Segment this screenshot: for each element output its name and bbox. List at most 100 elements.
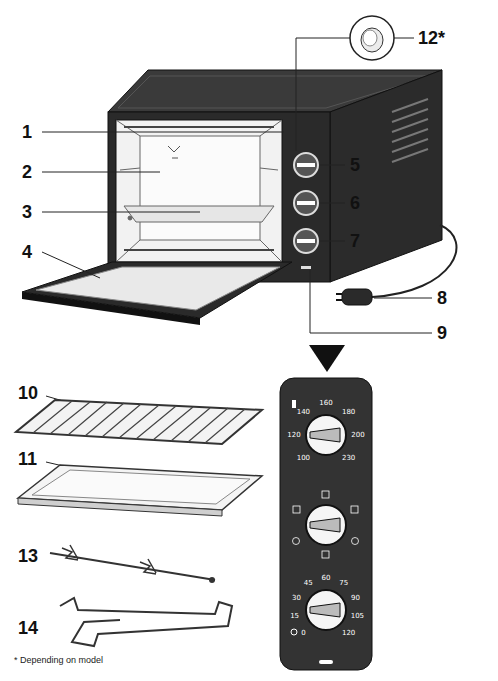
tray-inner (32, 470, 250, 504)
thermometer-icon (292, 400, 296, 408)
rack-rail (260, 168, 278, 170)
power-plug (342, 289, 372, 305)
timer-dial (306, 590, 346, 630)
dial-scale-label: 105 (351, 613, 364, 620)
callout-number: 1 (22, 123, 32, 141)
leader-line (320, 241, 345, 242)
wire-rack (16, 400, 262, 444)
callout-number: 2 (22, 163, 32, 181)
callout-number: 5 (350, 156, 360, 174)
inset-circle (350, 16, 394, 60)
callout-number: 8 (437, 289, 447, 307)
leader-line (320, 165, 345, 166)
function-icons (293, 491, 359, 558)
callout-number: 7 (350, 232, 360, 250)
inner-rack (124, 206, 274, 222)
heating-element (124, 126, 274, 128)
dial-scale-label: 120 (342, 629, 355, 636)
dial-scale-label: 15 (290, 613, 299, 620)
dial-scale-label: 140 (297, 409, 310, 416)
cavity-lines (116, 120, 282, 262)
function-dial (306, 505, 346, 545)
leader-line (296, 38, 350, 151)
rack-wires (33, 401, 245, 443)
panel-light (319, 660, 333, 664)
callout-number: 6 (350, 194, 360, 212)
vent (392, 149, 428, 162)
leader-line (42, 172, 160, 173)
spit-end (209, 577, 215, 583)
dial-scale-label: 60 (322, 575, 331, 582)
oven-cavity (116, 120, 282, 262)
oven-front (108, 112, 330, 282)
oven-side (330, 70, 442, 282)
oven-knobs (294, 153, 318, 269)
dial-scale-label: 180 (342, 409, 355, 416)
leader-line (42, 132, 284, 133)
oven-door (22, 262, 292, 318)
dial-scale-label: 0 (301, 629, 305, 636)
plug-pin (336, 293, 342, 295)
spit-forks (62, 545, 156, 574)
rack-rail (120, 168, 140, 170)
timer-icon (291, 629, 297, 635)
function-knob (294, 191, 318, 215)
dial-scale-label: 200 (351, 432, 364, 439)
knob-grip (297, 163, 315, 167)
spit-socket (128, 216, 132, 220)
callout-number: 10 (18, 384, 38, 402)
leader-line (320, 203, 345, 204)
rotisserie-spit (50, 553, 215, 580)
leader-line (42, 212, 200, 213)
indicator-light (301, 266, 311, 269)
leader-line (394, 38, 414, 39)
dial-scale-label: 160 (319, 400, 332, 407)
callout-number: 11 (18, 450, 37, 468)
callout-number: 13 (18, 547, 38, 565)
function-icon (322, 491, 329, 498)
knob-cap (361, 28, 383, 52)
power-cord (372, 225, 456, 297)
dial-scale-label: 100 (297, 454, 310, 461)
dial-pointer (310, 428, 340, 442)
callout-number: 3 (22, 203, 32, 221)
dial-pointer (310, 518, 340, 532)
door-edge (22, 292, 200, 325)
callout-number: 9 (437, 324, 447, 342)
dial-scale-label: 75 (339, 580, 348, 587)
leader-line (374, 298, 432, 299)
dial-scale-label: 120 (287, 432, 300, 439)
function-icon (322, 551, 329, 558)
side-vents (392, 99, 428, 162)
tray-rim (18, 498, 222, 516)
leader-line (42, 252, 100, 278)
cavity-symbol (168, 146, 180, 158)
pointer-triangle (309, 345, 345, 372)
knob-cap-face (363, 30, 377, 46)
knob-grip (297, 239, 315, 243)
dial-scale-label: 230 (342, 454, 355, 461)
control-panel (280, 378, 372, 670)
callout-number: 14 (18, 619, 38, 637)
function-icon (293, 538, 300, 545)
cavity-back-wall (140, 136, 260, 240)
function-icon (293, 506, 300, 513)
function-icon (351, 506, 358, 513)
plug-pin (336, 299, 342, 301)
callout-number: 4 (22, 243, 32, 261)
temperature-knob (294, 153, 318, 177)
temperature-dial (306, 415, 346, 455)
heating-element (124, 249, 274, 251)
dial-pointer (310, 603, 340, 617)
dial-scale-label: 30 (292, 594, 301, 601)
leader-line (310, 270, 432, 333)
callout-number: 12* (418, 29, 445, 47)
timer-knob (294, 229, 318, 253)
footnote: * Depending on model (14, 656, 103, 665)
dial-scale-label: 45 (304, 580, 313, 587)
dial-scale-label: 90 (351, 594, 360, 601)
knob-grip (297, 201, 315, 205)
